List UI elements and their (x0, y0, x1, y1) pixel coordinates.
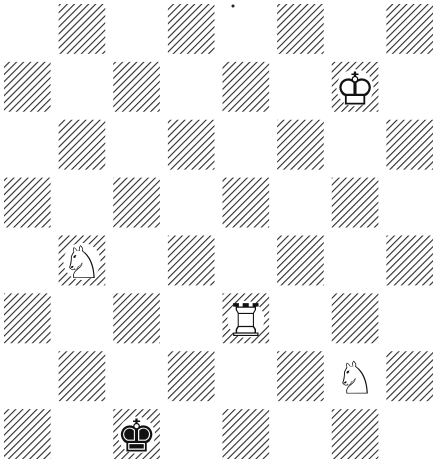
square-g4[interactable] (332, 236, 379, 286)
square-g5[interactable] (332, 178, 379, 228)
black-king-icon: ♚ (116, 410, 156, 463)
square-e4[interactable] (223, 236, 270, 286)
square-h6[interactable] (386, 120, 433, 170)
square-a7[interactable] (4, 62, 51, 112)
square-d3[interactable] (168, 293, 215, 343)
square-f5[interactable] (277, 178, 324, 228)
square-e2[interactable] (223, 351, 270, 401)
white-rook-icon: ♖ (226, 294, 266, 347)
white-knight-g2[interactable]: ♘ (335, 352, 375, 405)
square-c7[interactable] (113, 62, 160, 112)
square-d7[interactable] (168, 62, 215, 112)
board-pieces: ♔ ♘ ♖ ♘ ♚ (62, 62, 376, 462)
square-a4[interactable] (4, 236, 51, 286)
square-b1[interactable] (59, 409, 106, 459)
white-knight-b4[interactable]: ♘ (62, 236, 102, 289)
square-b8[interactable] (59, 4, 106, 54)
square-a6[interactable] (4, 120, 51, 170)
square-c3[interactable] (113, 293, 160, 343)
square-d5[interactable] (168, 178, 215, 228)
square-c8[interactable] (113, 4, 160, 54)
square-d2[interactable] (168, 351, 215, 401)
square-g6[interactable] (332, 120, 379, 170)
square-c5[interactable] (113, 178, 160, 228)
white-knight-icon: ♘ (62, 236, 102, 289)
board-speck (232, 5, 235, 8)
square-a1[interactable] (4, 409, 51, 459)
square-a8[interactable] (4, 4, 51, 54)
square-b6[interactable] (59, 120, 106, 170)
square-h7[interactable] (386, 62, 433, 112)
square-b5[interactable] (59, 178, 106, 228)
square-f3[interactable] (277, 293, 324, 343)
square-c4[interactable] (113, 236, 160, 286)
square-d6[interactable] (168, 120, 215, 170)
square-f2[interactable] (277, 351, 324, 401)
square-e7[interactable] (223, 62, 270, 112)
square-e8[interactable] (223, 4, 270, 54)
square-a2[interactable] (4, 351, 51, 401)
square-c6[interactable] (113, 120, 160, 170)
square-f1[interactable] (277, 409, 324, 459)
square-h2[interactable] (386, 351, 433, 401)
white-king-g7[interactable]: ♔ (335, 62, 375, 115)
square-c2[interactable] (113, 351, 160, 401)
white-knight-icon: ♘ (335, 352, 375, 405)
square-g3[interactable] (332, 293, 379, 343)
square-h8[interactable] (386, 4, 433, 54)
square-e6[interactable] (223, 120, 270, 170)
square-f8[interactable] (277, 4, 324, 54)
square-f7[interactable] (277, 62, 324, 112)
square-h1[interactable] (386, 409, 433, 459)
square-b3[interactable] (59, 293, 106, 343)
black-king-c1[interactable]: ♚ (116, 410, 156, 463)
square-g8[interactable] (332, 4, 379, 54)
square-h4[interactable] (386, 236, 433, 286)
white-rook-e3[interactable]: ♖ (226, 294, 266, 347)
square-a5[interactable] (4, 178, 51, 228)
square-d4[interactable] (168, 236, 215, 286)
square-e5[interactable] (223, 178, 270, 228)
square-b2[interactable] (59, 351, 106, 401)
square-h3[interactable] (386, 293, 433, 343)
square-d8[interactable] (168, 4, 215, 54)
square-h5[interactable] (386, 178, 433, 228)
square-b7[interactable] (59, 62, 106, 112)
square-f6[interactable] (277, 120, 324, 170)
white-king-icon: ♔ (335, 62, 375, 115)
square-e1[interactable] (223, 409, 270, 459)
square-a3[interactable] (4, 293, 51, 343)
square-g1[interactable] (332, 409, 379, 459)
square-d1[interactable] (168, 409, 215, 459)
square-f4[interactable] (277, 236, 324, 286)
